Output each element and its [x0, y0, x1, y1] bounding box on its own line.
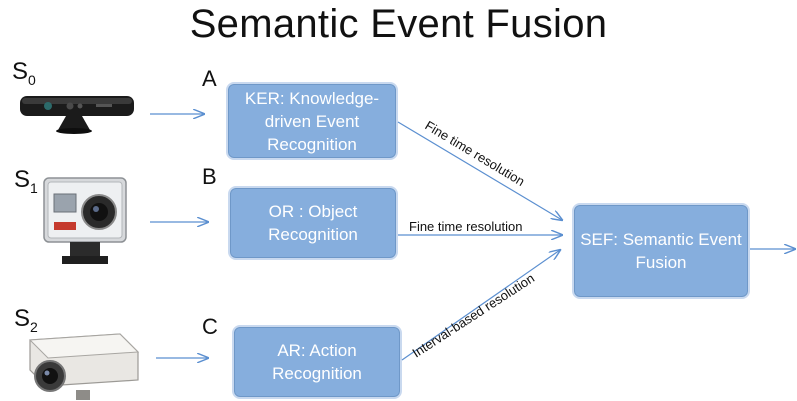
ip-camera-icon — [28, 333, 140, 400]
sensor-label-s2: S2 — [14, 305, 38, 335]
arrow-ar-sef — [401, 250, 560, 361]
module-letter-b: B — [202, 164, 217, 189]
edge-label-or-sef: Fine time resolution — [409, 219, 522, 234]
sef-module-box: SEF: Semantic Event Fusion — [572, 203, 750, 299]
ar-module-label: AR: Action Recognition — [272, 341, 362, 383]
or-module-box: OR : Object Recognition — [228, 186, 398, 260]
page-title: Semantic Event Fusion — [189, 2, 608, 46]
sensor-label-s1: S1 — [14, 166, 38, 196]
or-module-label: OR : Object Recognition — [268, 202, 358, 244]
action-camera-icon — [43, 177, 127, 264]
sensor-subscript: 1 — [30, 179, 38, 196]
sensor-base: S — [14, 305, 31, 332]
ar-module-box: AR: Action Recognition — [232, 325, 402, 399]
edge-label-ar-sef: Interval-based resolution — [409, 270, 537, 360]
sensor-label-s0: S0 — [12, 58, 36, 88]
kinect-sensor-icon — [20, 96, 134, 134]
sensor-base: S — [12, 58, 29, 85]
ker-module-label: KER: Knowledge-driven Event Recognition — [244, 88, 380, 154]
sensor-subscript: 2 — [30, 318, 38, 335]
sensor-base: S — [14, 166, 31, 193]
ker-module-box: KER: Knowledge-driven Event Recognition — [226, 82, 398, 160]
sef-module-label: SEF: Semantic Event Fusion — [580, 230, 742, 272]
module-letter-a: A — [202, 66, 217, 91]
sensor-subscript: 0 — [28, 71, 36, 88]
arrow-ker-sef — [397, 121, 562, 220]
edge-label-ker-sef: Fine time resolution — [422, 118, 527, 189]
module-letter-c: C — [202, 314, 218, 339]
